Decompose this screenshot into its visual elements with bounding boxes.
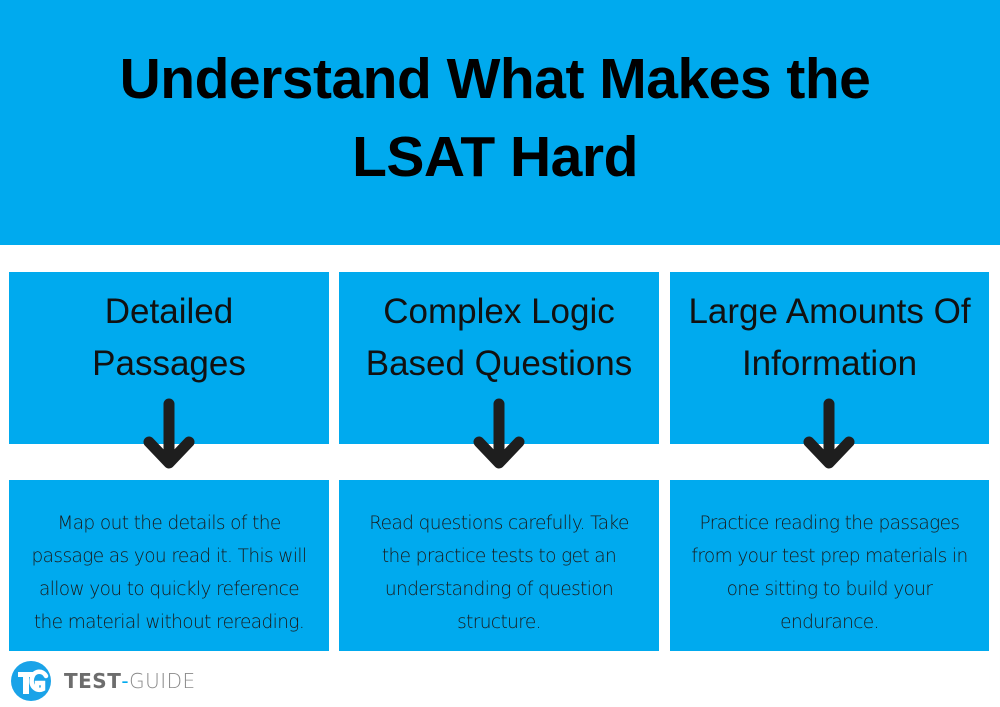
tip-line: understanding of question <box>384 579 614 600</box>
heading-box-complex-logic: Complex Logic Based Questions <box>339 272 659 444</box>
tip-line: endurance. <box>780 612 879 633</box>
heading-line-1: Complex Logic <box>383 292 615 331</box>
tip-line: allow you to quickly reference <box>38 579 300 600</box>
test-guide-logo-icon <box>11 661 51 701</box>
tip-line: Read questions carefully. Take <box>369 513 629 534</box>
heading-line-1: Detailed <box>104 292 234 331</box>
title-line-1: Understand What Makes the <box>119 47 871 111</box>
header-banner: Understand What Makes the LSAT Hard <box>0 0 1000 245</box>
tip-line: Practice reading the passages <box>699 513 961 534</box>
tip-box-complex-logic: Read questions carefully. Take the pract… <box>339 480 659 651</box>
down-arrow-icon <box>473 398 525 469</box>
brand-light: GUIDE <box>129 669 196 693</box>
heading-line-2: Information <box>741 344 918 383</box>
tip-line: structure. <box>457 612 541 633</box>
tip-line: the material without rereading. <box>33 612 305 633</box>
tip-line: from your test prep materials in <box>691 546 968 567</box>
down-arrow-icon <box>143 398 195 469</box>
down-arrow-icon <box>803 398 855 469</box>
tip-line: passage as you read it. This will <box>31 546 308 567</box>
tip-box-large-amounts: Practice reading the passages from your … <box>670 480 989 651</box>
heading-line-2: Passages <box>92 344 246 383</box>
brand-name: TEST-GUIDE <box>64 669 196 693</box>
heading-box-large-amounts: Large Amounts Of Information <box>670 272 989 444</box>
page-title: Understand What Makes the LSAT Hard <box>0 40 1000 196</box>
tip-line: one sitting to build your <box>726 579 933 600</box>
brand-bold: TEST <box>64 669 122 693</box>
tip-box-detailed-passages: Map out the details of the passage as yo… <box>9 480 329 651</box>
heading-line-1: Large Amounts Of <box>688 292 971 331</box>
heading-line-2: Based Questions <box>365 344 633 383</box>
title-line-2: LSAT Hard <box>352 125 638 189</box>
test-guide-logo: TEST-GUIDE <box>10 660 196 702</box>
tip-line: the practice tests to get an <box>381 546 617 567</box>
brand-dash: - <box>121 669 130 693</box>
tip-line: Map out the details of the <box>57 513 281 534</box>
